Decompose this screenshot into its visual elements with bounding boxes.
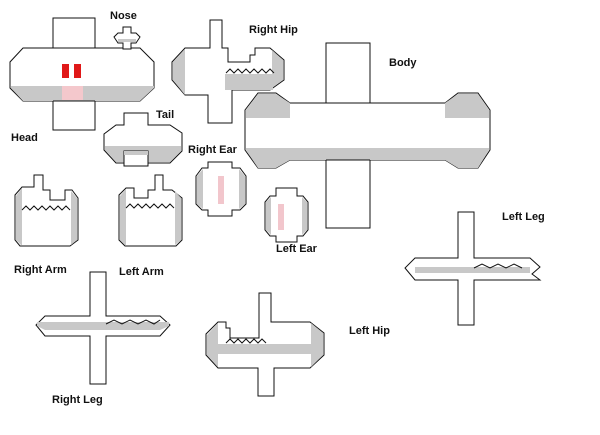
head-label: Head	[11, 132, 38, 144]
left-leg-label: Left Leg	[502, 211, 545, 223]
right-ear-part	[195, 161, 247, 217]
left-hip-part	[205, 292, 325, 397]
right-arm-label: Right Arm	[14, 264, 67, 276]
left-ear-inner	[278, 204, 284, 230]
head-part	[9, 17, 155, 131]
nose-label: Nose	[110, 10, 137, 22]
head-blush	[62, 86, 83, 100]
right-eye	[74, 64, 81, 78]
body-label: Body	[389, 57, 417, 69]
left-arm-part	[118, 174, 183, 247]
left-leg-part	[404, 211, 542, 326]
nose-part	[113, 26, 141, 50]
tail-part	[103, 112, 183, 167]
right-leg-part	[35, 271, 171, 385]
right-leg-label: Right Leg	[52, 394, 103, 406]
left-hip-label: Left Hip	[349, 325, 390, 337]
left-ear-label: Left Ear	[276, 243, 317, 255]
body-part	[244, 42, 491, 229]
right-arm-part	[14, 174, 79, 247]
right-ear-inner	[218, 176, 224, 204]
right-hip-part	[171, 19, 285, 124]
right-ear-label: Right Ear	[188, 144, 237, 156]
tail-label: Tail	[156, 109, 175, 121]
right-hip-label: Right Hip	[249, 24, 298, 36]
left-eye	[62, 64, 69, 78]
left-ear-part	[264, 187, 309, 243]
left-arm-label: Left Arm	[119, 266, 164, 278]
